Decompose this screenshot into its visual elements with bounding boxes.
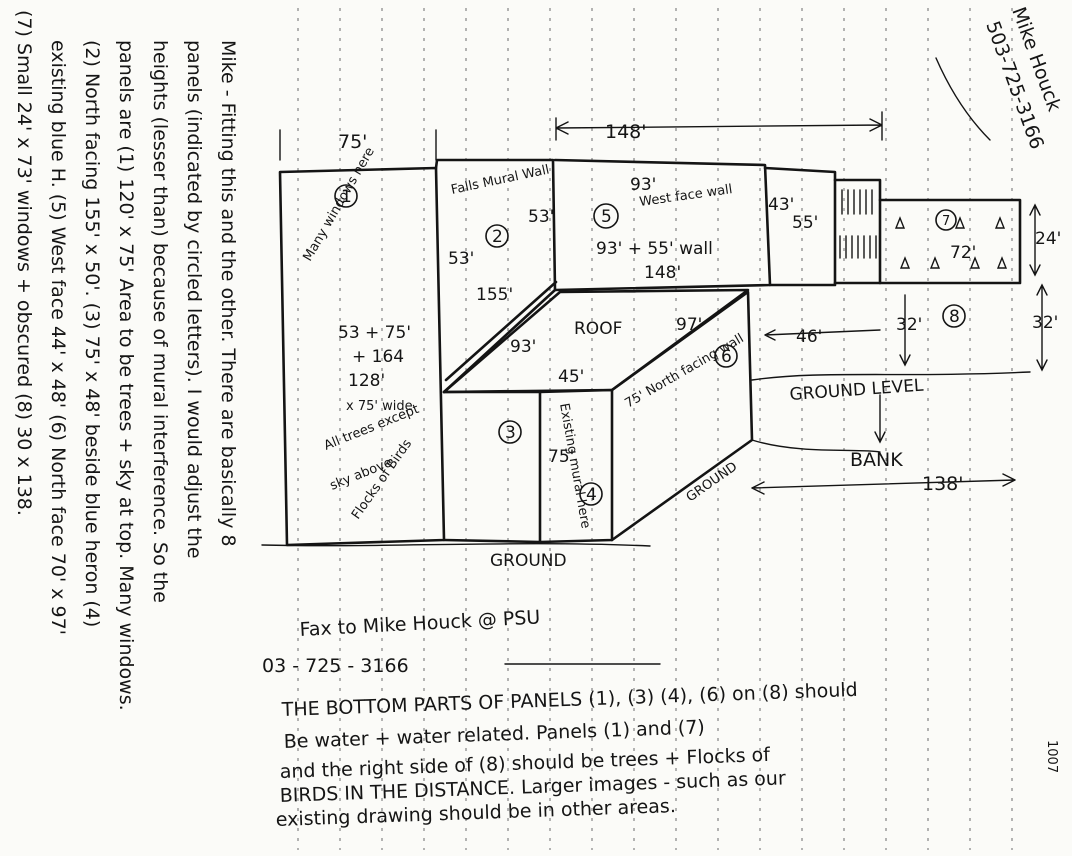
note-p1-calc4: x 75' wide (346, 399, 413, 414)
upper-right-block (763, 166, 837, 287)
note-p1-calc3: 128' (348, 371, 385, 391)
dim-93-top: 93' (630, 175, 656, 195)
panel-2-circle (485, 224, 509, 248)
dim-32a: 32' (896, 315, 922, 335)
building-sketch (261, 111, 1048, 547)
panel-6-outline (610, 290, 754, 542)
panel-8-number: 8 (949, 307, 960, 327)
panel-8-circle (942, 304, 966, 328)
dim-72: 72' (950, 243, 976, 263)
dim-24: 24' (1035, 229, 1061, 249)
panel-1-number: 1 (341, 187, 352, 207)
side-note-line-5: (2) North facing 155' x 50'. (3) 75' x 4… (81, 40, 103, 627)
ground-level-line (751, 371, 1031, 381)
dim-45: 45' (558, 367, 584, 387)
dim-138-arrow (751, 473, 1016, 495)
bottom-note: THE BOTTOM PARTS OF PANELS (1), (3) (4),… (275, 679, 858, 831)
fax-line-text: Fax to Mike Houck @ PSU (299, 606, 541, 641)
side-note-line-1: Mike - Fitting this and the other. There… (217, 40, 239, 547)
dim-24-arrow (1029, 203, 1041, 277)
page-number: 1007 (1044, 740, 1059, 773)
note-p1-calc1: 53 + 75' (338, 323, 411, 343)
note-p1-calc2: + 164 (352, 347, 404, 367)
panel-4-outline (538, 388, 614, 544)
panel-3-circle (498, 420, 522, 444)
ground-line-left (261, 543, 651, 547)
panel-6-circle (714, 344, 738, 368)
note-ground-level: GROUND LEVEL (789, 376, 925, 405)
dim-148: 148' (605, 121, 647, 143)
roof-diagonal (444, 280, 558, 382)
side-note-line-6: existing blue H. (5) West face 44' x 48'… (47, 40, 69, 635)
note-north-wall: 75' North facing wall (623, 331, 747, 411)
side-note: Mike - Fitting this and the other. There… (13, 10, 239, 711)
dim-138: 138' (922, 473, 964, 495)
dim-75: 75' (338, 131, 367, 153)
panel-6-number: 6 (721, 347, 732, 367)
dim-75-tick (279, 129, 437, 161)
panel-3-number: 3 (505, 423, 516, 443)
fax-block: Fax to Mike Houck @ PSU 03 - 725 - 3166 (262, 606, 661, 677)
dim-55: 55' (792, 213, 818, 233)
window-ticks (839, 189, 877, 259)
note-ground-left: GROUND (490, 551, 567, 571)
panel-4-circle (579, 482, 603, 506)
note-p5-calc: 93' + 55' wall (596, 239, 713, 259)
bank-arrow (874, 394, 886, 444)
side-note-line-7: (7) Small 24' x 73' windows + obscured (… (13, 10, 35, 516)
panel-1-circle (334, 184, 358, 208)
dim-93-roof: 93' (510, 337, 536, 357)
fax-line-phone: 03 - 725 - 3166 (262, 655, 409, 677)
note-bank: BANK (850, 449, 903, 471)
panel-7-circle (935, 209, 957, 231)
dim-53b: 53' (528, 207, 554, 227)
panel-4-number: 4 (586, 485, 597, 505)
panel-5-outline (553, 158, 772, 292)
dim-148-arrow (555, 111, 883, 141)
note-p5-total: 148' (644, 263, 681, 283)
panel-7-marks (894, 216, 1008, 269)
dim-32b: 32' (1032, 313, 1058, 333)
dim-97: 97' (676, 315, 702, 335)
note-falls-mural-wall: Falls Mural Wall (450, 162, 551, 197)
contact-block: Mike Houck 503-725-3166 (935, 4, 1065, 152)
dim-53a: 53' (448, 249, 474, 269)
panel-2-outline (434, 158, 557, 394)
bank-line (751, 439, 881, 453)
side-note-line-2: panels (indicated by circled letters). I… (183, 40, 205, 559)
bottom-note-line-1: THE BOTTOM PARTS OF PANELS (1), (3) (4),… (280, 679, 858, 721)
panel-7-number: 7 (942, 214, 950, 229)
panel-7-outline (878, 198, 1022, 285)
panel-numbers: 1 2 3 4 5 6 7 8 (334, 184, 966, 506)
panel-2-number: 2 (492, 227, 503, 247)
dim-75-mural: 75' (548, 447, 574, 467)
dim-43: 43' (768, 195, 794, 215)
dim-155: 155' (476, 285, 513, 305)
dim-32b-arrow (899, 294, 911, 367)
dim-46-arrow (764, 329, 881, 341)
note-many-windows: Many windows here (300, 145, 377, 264)
ruled-lines (297, 8, 1013, 850)
panel-5-circle (593, 203, 619, 229)
dim-46: 46' (796, 327, 822, 347)
contact-underline (935, 57, 991, 141)
panel-5-number: 5 (601, 207, 612, 227)
panel-3-outline (442, 390, 542, 544)
window-block (833, 178, 882, 285)
side-note-line-3: heights (lesser than) because of mural i… (149, 40, 171, 603)
note-roof: ROOF (574, 319, 622, 339)
side-note-line-4: panels are (1) 120' x 75' Area to be tre… (115, 40, 137, 711)
dimension-labels: 75' 148' 93' 43' 55' 24' 72' 53' 53' 155… (338, 121, 1061, 495)
dim-32-arrow (1036, 283, 1048, 372)
